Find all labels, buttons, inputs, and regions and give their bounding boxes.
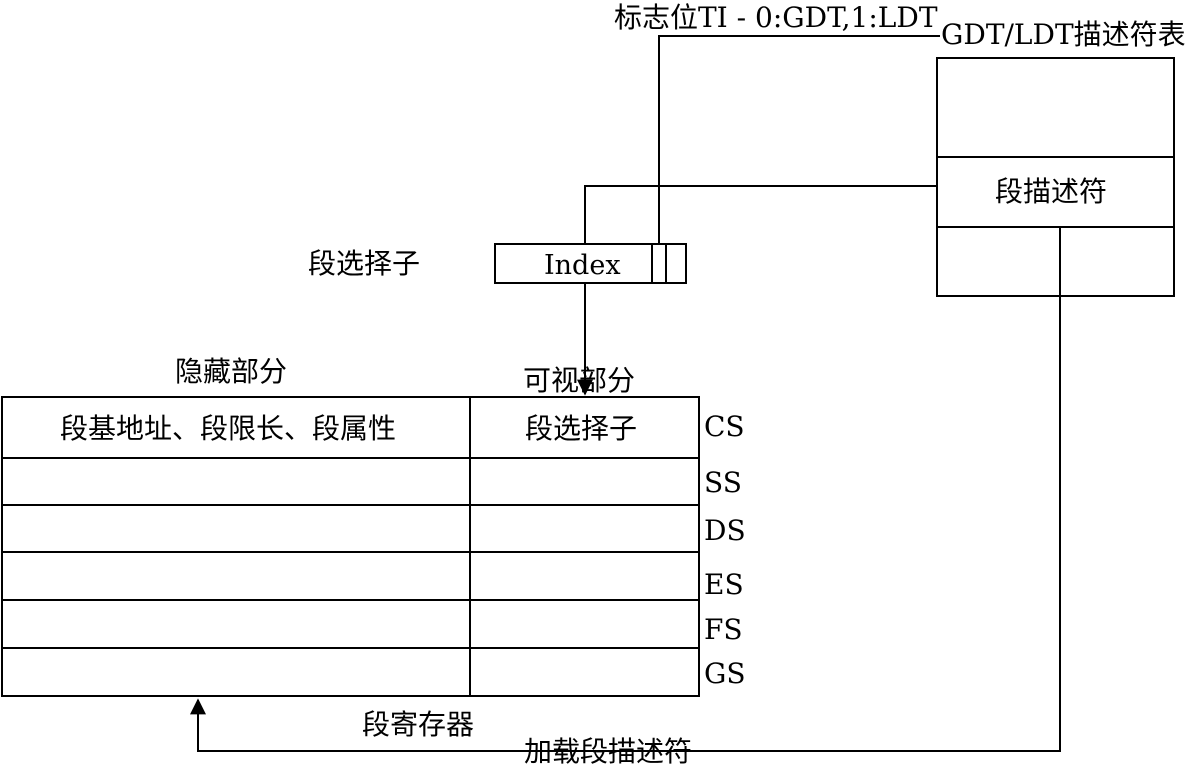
register-fs-label: FS [704,613,743,646]
ti-flag-line [658,35,940,244]
selector-index-label: Index [544,250,621,281]
visible-part-label: 可视部分 [523,364,636,397]
hidden-part-label: 隐藏部分 [175,355,288,388]
descriptor-table-title: GDT/LDT描述符表 [941,18,1186,51]
hidden-cell-text: 段基地址、段限长、段属性 [60,412,397,445]
segment-register-table [1,396,700,697]
descriptor-entry-label: 段描述符 [995,175,1108,208]
segment-register-label: 段寄存器 [362,708,475,741]
visible-cell-text: 段选择子 [525,412,638,445]
register-es-label: ES [704,568,744,601]
descriptor-table-box [936,57,1175,297]
register-cs-label: CS [704,410,745,443]
index-to-descriptor-line [584,185,937,244]
load-descriptor-label: 加载段描述符 [524,735,693,768]
selector-label: 段选择子 [308,247,421,280]
load-descriptor-path [190,227,1061,752]
register-gs-label: GS [704,657,746,690]
ti-flag-label: 标志位TI - 0:GDT,1:LDT [614,1,938,34]
register-ss-label: SS [704,466,742,499]
register-ds-label: DS [704,514,746,547]
selector-box [494,243,687,284]
